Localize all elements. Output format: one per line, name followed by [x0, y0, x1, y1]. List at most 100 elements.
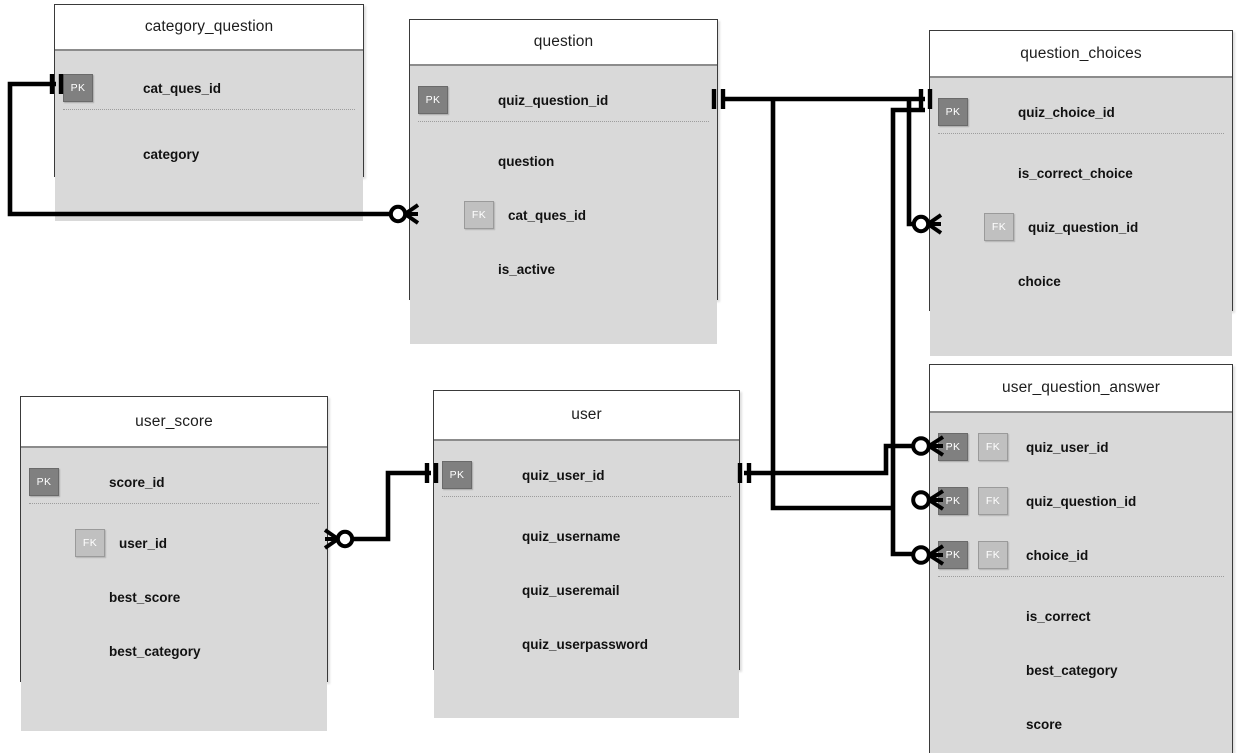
fk-badge: FK — [75, 529, 105, 557]
key-slot-empty — [442, 630, 472, 658]
key-separator — [29, 503, 319, 504]
attribute-name: quiz_choice_id — [1018, 104, 1115, 120]
attribute-row[interactable]: is_correct_choice — [930, 146, 1232, 200]
attribute-name: category — [143, 146, 200, 162]
attribute-row[interactable]: FK user_id — [21, 516, 327, 570]
wire-choices-answer — [890, 107, 925, 557]
wire-user-answer — [744, 443, 918, 476]
pk-badge: PK — [418, 86, 448, 114]
attribute-name: quiz_question_id — [1028, 219, 1139, 235]
attribute-row[interactable]: best_score — [21, 570, 327, 624]
attribute-name: quiz_question_id — [1026, 493, 1137, 509]
key-slot-empty — [29, 583, 59, 611]
key-separator — [938, 133, 1224, 134]
key-slot-empty — [938, 267, 968, 295]
attribute-row[interactable]: question — [410, 134, 717, 188]
attribute-row[interactable]: best_category — [930, 643, 1232, 697]
attribute-name: user_id — [119, 535, 168, 551]
key-slot-empty — [29, 529, 59, 557]
attribute-row[interactable]: quiz_useremail — [434, 563, 739, 617]
fk-badge: FK — [978, 433, 1008, 461]
attribute-row[interactable]: choice — [930, 254, 1232, 308]
entity-title-question: question — [410, 20, 717, 66]
key-slot-empty — [418, 201, 448, 229]
key-slot-empty — [938, 656, 968, 684]
attribute-name: is_correct_choice — [1018, 165, 1133, 181]
attribute-row[interactable]: FK quiz_question_id — [930, 200, 1232, 254]
fk-badge: FK — [984, 213, 1014, 241]
attribute-name: question — [498, 153, 555, 169]
pk-badge: PK — [938, 487, 968, 515]
attribute-name: cat_ques_id — [143, 80, 222, 96]
key-slot-empty — [63, 140, 93, 168]
attribute-row[interactable]: PK quiz_user_id — [434, 448, 739, 502]
key-slot-empty — [978, 656, 1008, 684]
wire-userscore-user — [352, 470, 431, 542]
entity-title-user_score: user_score — [21, 397, 327, 448]
attribute-row[interactable]: quiz_username — [434, 509, 739, 563]
attribute-row[interactable]: is_correct — [930, 589, 1232, 643]
attribute-row[interactable]: score — [930, 697, 1232, 751]
attribute-row[interactable]: best_category — [21, 624, 327, 678]
attribute-row[interactable]: PK quiz_choice_id — [930, 85, 1232, 139]
attribute-name: quiz_userpassword — [522, 636, 649, 652]
fk-badge: FK — [464, 201, 494, 229]
key-separator — [63, 109, 355, 110]
attribute-name: best_category — [1026, 662, 1118, 678]
fk-badge: FK — [978, 487, 1008, 515]
attribute-name: choice — [1018, 273, 1061, 289]
key-slot-empty — [29, 637, 59, 665]
attribute-row[interactable]: PK cat_ques_id — [55, 61, 363, 115]
attribute-row[interactable]: PK FK quiz_question_id — [930, 474, 1232, 528]
attribute-row[interactable]: category — [55, 127, 363, 181]
key-slot-empty — [442, 576, 472, 604]
key-slot-empty — [938, 213, 968, 241]
key-slot-empty — [418, 147, 448, 175]
wire-question-choices-down — [906, 99, 918, 227]
attribute-name: quiz_user_id — [522, 467, 605, 483]
cardinality-one-user-right — [737, 463, 752, 483]
attribute-name: best_category — [109, 643, 201, 659]
attribute-name: choice_id — [1026, 547, 1089, 563]
key-separator — [418, 121, 709, 122]
key-slot-empty — [938, 602, 968, 630]
pk-badge: PK — [63, 74, 93, 102]
key-slot-empty — [978, 602, 1008, 630]
fk-badge: FK — [978, 541, 1008, 569]
key-slot-empty — [938, 159, 968, 187]
entity-title-question_choices: question_choices — [930, 31, 1232, 78]
entity-title-user: user — [434, 391, 739, 441]
wire-question-trunk — [770, 99, 895, 511]
attribute-row[interactable]: is_active — [410, 242, 717, 296]
attribute-name: quiz_user_id — [1026, 439, 1109, 455]
cardinality-many-userscore-userid — [323, 528, 355, 550]
entity-title-category_question: category_question — [55, 5, 363, 51]
pk-badge: PK — [938, 98, 968, 126]
key-slot-empty — [418, 255, 448, 283]
attribute-name: is_correct — [1026, 608, 1091, 624]
attribute-name: best_score — [109, 589, 181, 605]
key-slot-empty — [442, 522, 472, 550]
pk-badge: PK — [938, 541, 968, 569]
attribute-name: score_id — [109, 474, 165, 490]
pk-badge: PK — [442, 461, 472, 489]
key-separator — [442, 496, 731, 497]
attribute-row[interactable]: PK quiz_question_id — [410, 73, 717, 127]
attribute-row[interactable]: PK FK choice_id — [930, 528, 1232, 582]
attribute-name: quiz_question_id — [498, 92, 609, 108]
attribute-row[interactable]: quiz_userpassword — [434, 617, 739, 671]
attribute-name: is_active — [498, 261, 556, 277]
